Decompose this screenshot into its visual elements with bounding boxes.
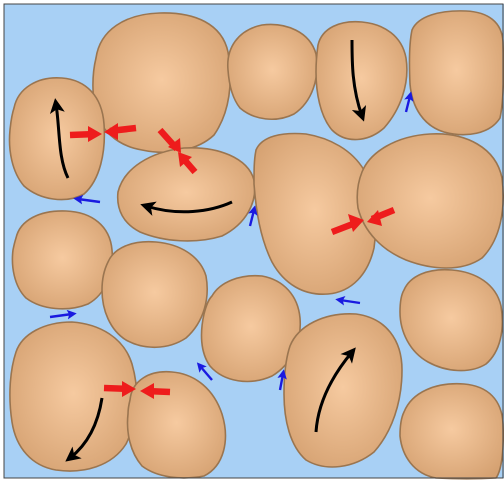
grain — [228, 24, 317, 119]
grain — [409, 11, 503, 135]
grain — [102, 242, 207, 348]
grain — [12, 211, 112, 309]
grain — [10, 322, 137, 471]
grain — [400, 384, 503, 479]
